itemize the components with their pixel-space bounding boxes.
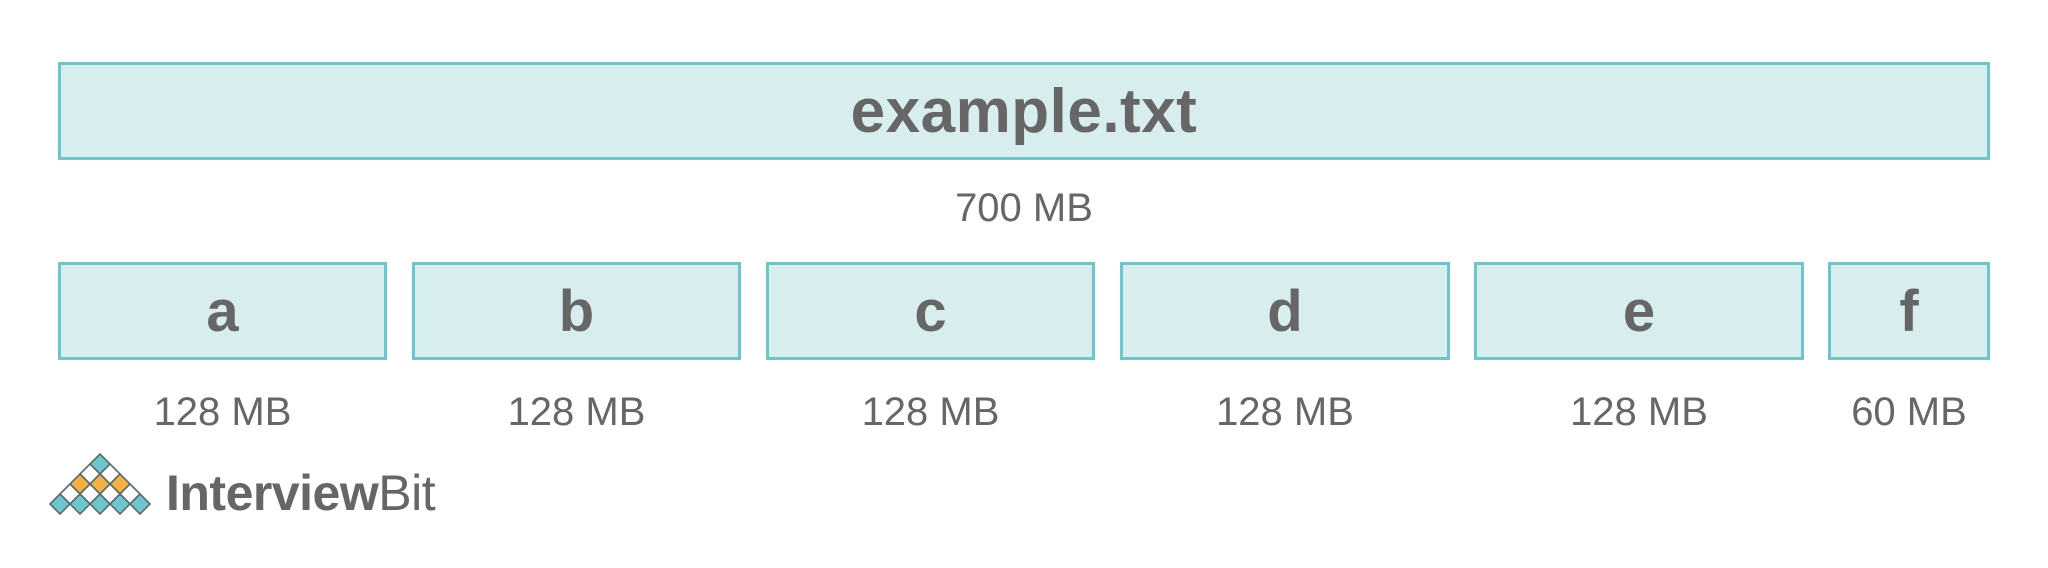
logo-word-light: Bit [378, 465, 436, 521]
block-label-f: f [1899, 278, 1919, 344]
block-size-e: 128 MB [1570, 390, 1708, 434]
interviewbit-logo: InterviewBit [44, 452, 464, 524]
block-size-f: 60 MB [1851, 390, 1967, 434]
file-box: example.txt [58, 62, 1990, 160]
file-name: example.txt [850, 76, 1198, 146]
logo-word-bold: Interview [166, 465, 379, 521]
block-size-d: 128 MB [1216, 390, 1354, 434]
block-size-b: 128 MB [507, 390, 646, 434]
block-size-a: 128 MB [153, 390, 292, 434]
logo-wordmark: InterviewBit [166, 464, 436, 522]
block-b: b [412, 262, 741, 360]
block-label-d: d [1267, 278, 1303, 344]
block-e: e [1474, 262, 1804, 360]
block-label-a: a [206, 278, 239, 344]
block-size-c: 128 MB [861, 390, 1000, 434]
block-c: c [766, 262, 1095, 360]
block-f: f [1828, 262, 1990, 360]
block-label-c: c [914, 278, 947, 344]
logo-diamond-icon [48, 452, 152, 516]
block-a: a [58, 262, 387, 360]
block-label-e: e [1622, 278, 1656, 344]
block-d: d [1120, 262, 1450, 360]
block-label-b: b [558, 278, 595, 344]
file-size: 700 MB [955, 186, 1093, 230]
